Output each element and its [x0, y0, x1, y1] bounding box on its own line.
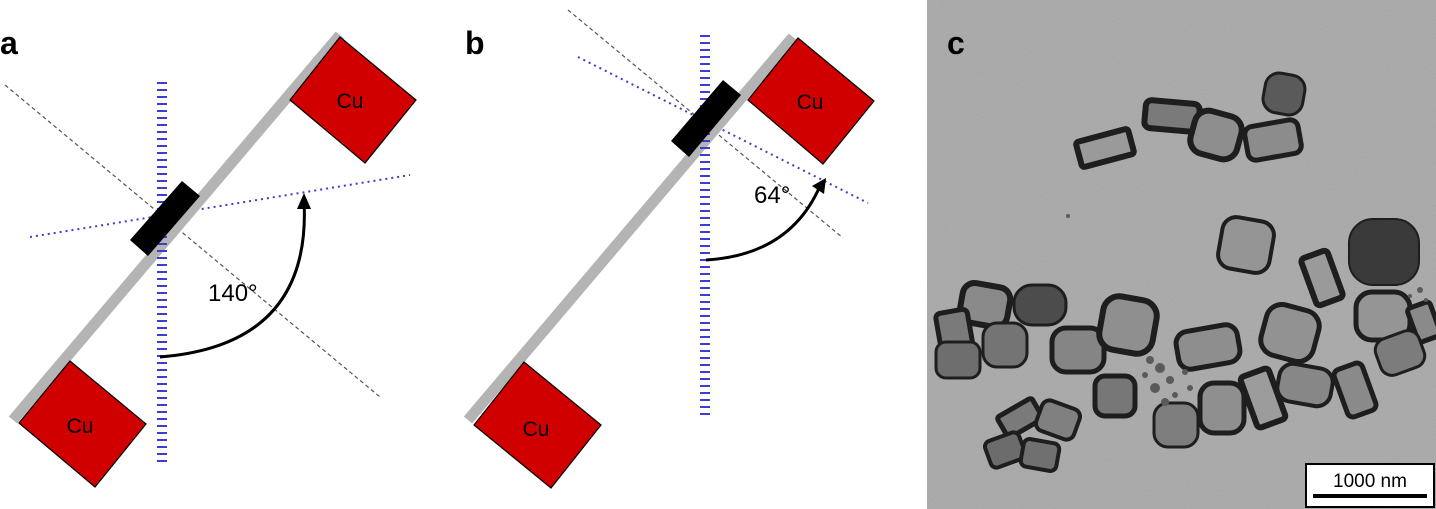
particle: [1096, 293, 1160, 357]
particle: [1242, 117, 1304, 163]
panel-b: b Cu Cu 64°: [463, 9, 875, 489]
panel-a-angle-arrowhead: [297, 193, 311, 209]
particle: [1092, 373, 1138, 419]
particle: [956, 280, 1014, 330]
particle: [1348, 218, 1420, 286]
panel-a-holder-bar: [8, 31, 345, 424]
panel-c-scale-bar-box: [1305, 463, 1435, 508]
panel-b-holder-bar: [463, 33, 798, 424]
panel-a-angle-arc: [159, 199, 306, 359]
panel-b-angle-label: 64°: [754, 182, 790, 209]
particle: [1258, 301, 1322, 365]
panel-c-scale-bar-label: 1000 nm: [1333, 471, 1407, 492]
panel-b-angle-arrowhead: [812, 178, 826, 194]
panel-c-label: c: [947, 25, 965, 61]
particle: [1373, 329, 1427, 377]
panel-c-debris: [1066, 214, 1428, 406]
panel-a-cu-top-label: Cu: [337, 90, 364, 113]
particle: [1073, 126, 1137, 170]
panel-a-label: a: [0, 25, 18, 61]
panel-a-cu-bottom-label: Cu: [67, 415, 94, 438]
particle: [1298, 247, 1346, 309]
particle: [1216, 215, 1276, 275]
panel-b-label: b: [465, 25, 485, 61]
panel-b-sample: [671, 80, 741, 157]
particle: [1173, 322, 1243, 372]
particle: [1012, 283, 1068, 327]
panel-a: a Cu Cu 140°: [0, 25, 417, 488]
panel-a-cu-pad-top: [289, 36, 417, 164]
panel-b-tilted-axis: [577, 56, 869, 204]
panel-c: c: [927, 0, 1436, 509]
particle: [1033, 398, 1083, 442]
panel-b-cu-top-label: Cu: [797, 91, 824, 114]
panel-b-cu-pad-top: [747, 37, 875, 165]
panel-b-cu-pad-bottom: [473, 361, 602, 489]
panel-b-angle-arc: [705, 185, 822, 262]
panel-a-sample: [130, 181, 200, 256]
panel-a-normal-guide: [4, 84, 381, 398]
particle: [1049, 325, 1107, 375]
panel-a-tilted-axis: [29, 174, 411, 238]
particle: [934, 340, 982, 380]
panel-c-particles: [933, 71, 1436, 473]
panel-a-angle-label: 140°: [208, 280, 258, 307]
particle: [1331, 360, 1379, 420]
particle: [1152, 401, 1200, 449]
particle: [981, 321, 1029, 369]
panel-b-cu-bottom-label: Cu: [523, 418, 550, 441]
particle: [1018, 437, 1062, 473]
particle: [1187, 107, 1245, 163]
particle: [995, 396, 1045, 440]
particle: [1197, 380, 1247, 436]
panel-a-cu-pad-bottom: [18, 360, 147, 488]
particle: [1275, 361, 1335, 409]
particle: [1261, 71, 1307, 117]
